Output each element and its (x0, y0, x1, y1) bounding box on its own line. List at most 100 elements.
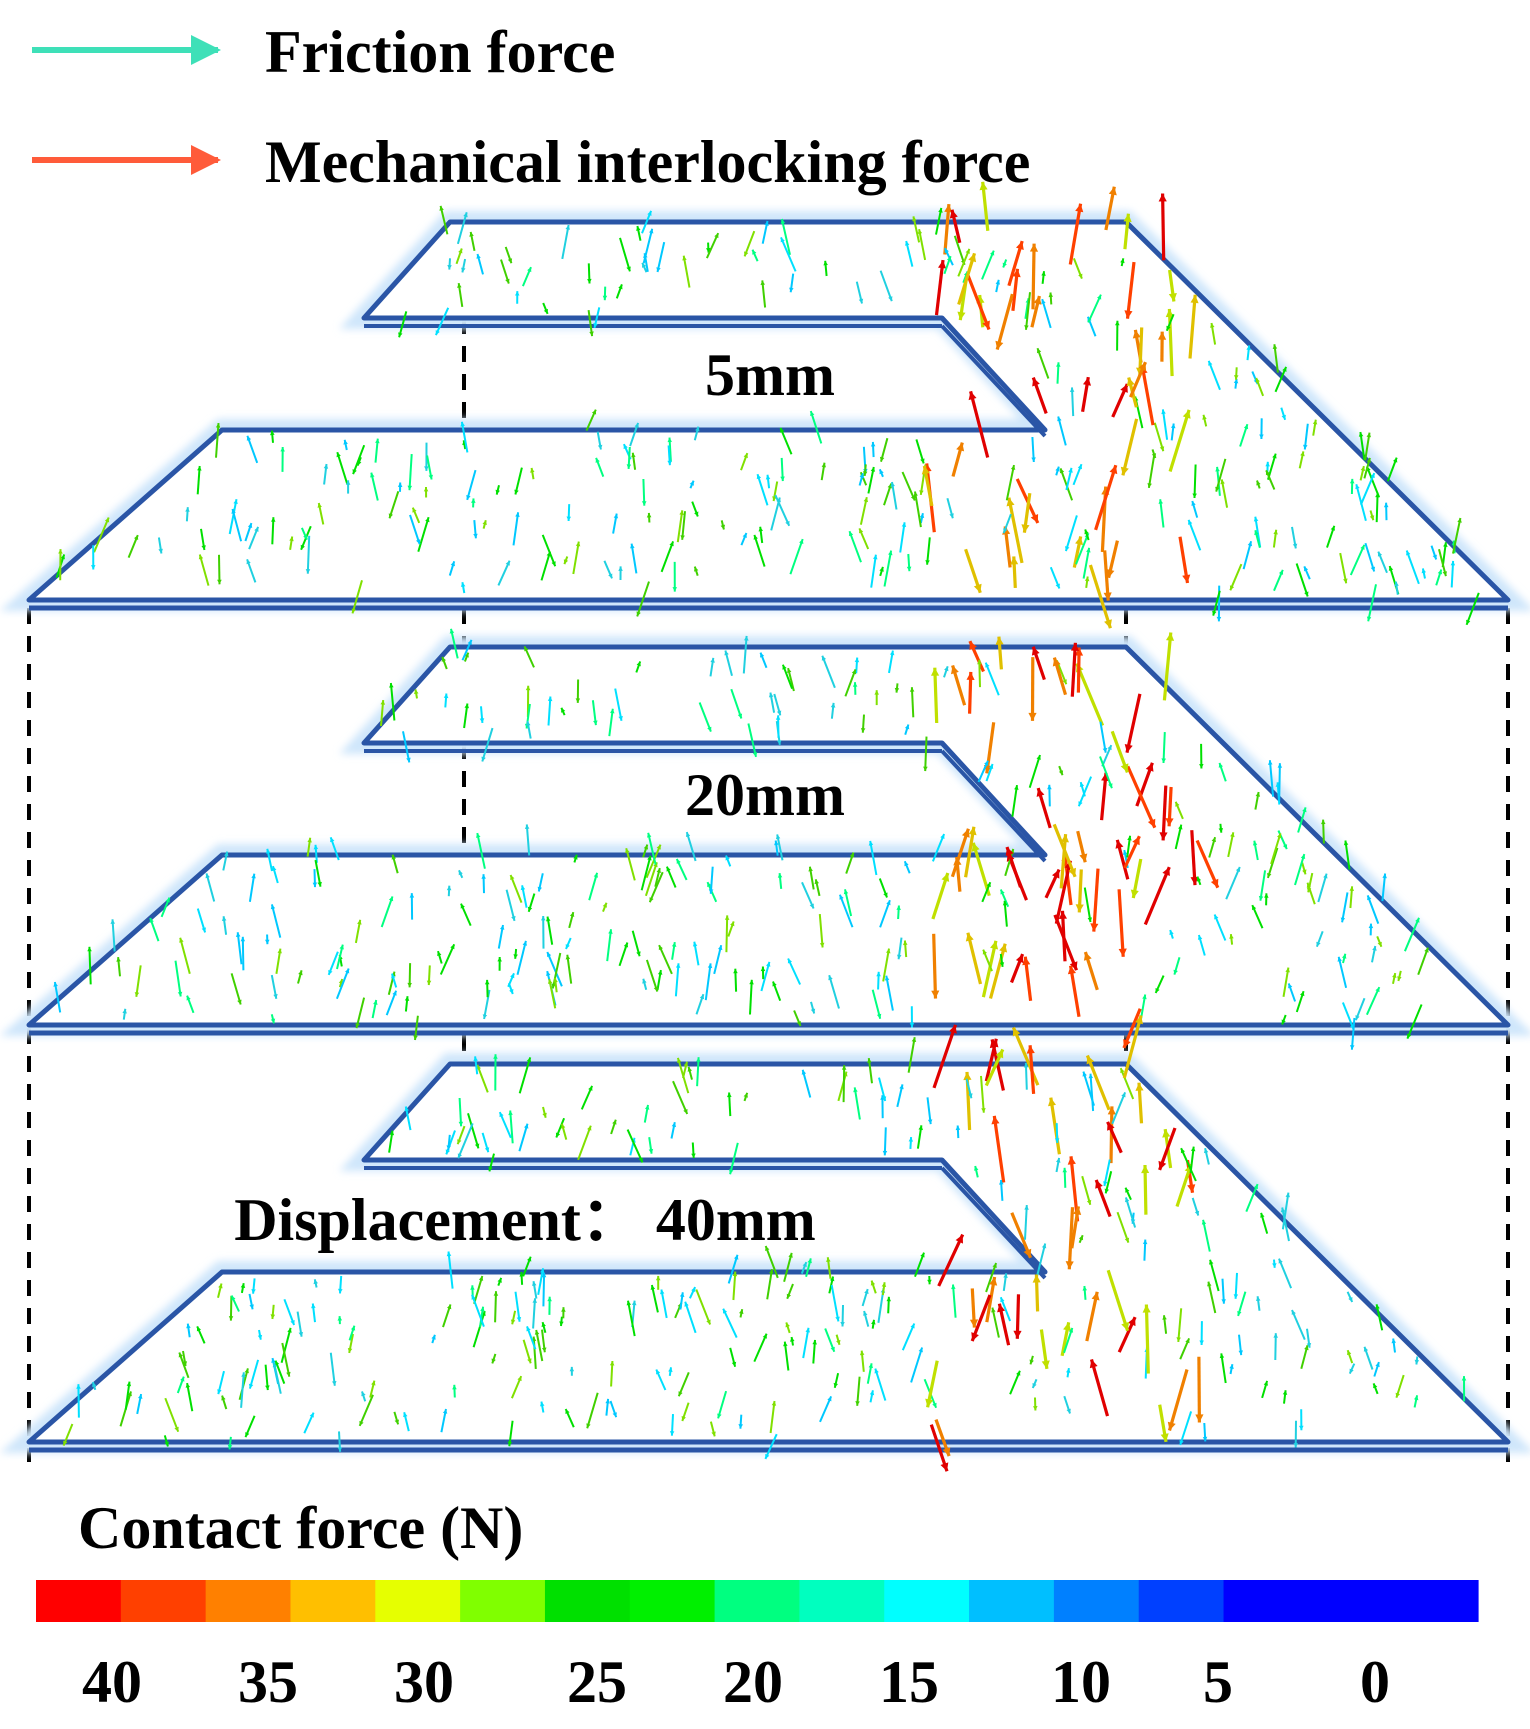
force-arrow-head (403, 1412, 408, 1418)
force-arrow-head (560, 1123, 566, 1129)
force-arrow-head (1121, 1092, 1126, 1098)
force-arrow-head (1036, 755, 1041, 760)
force-arrow-head (1182, 574, 1191, 583)
force-arrow-head (743, 453, 748, 459)
force-arrow-head (540, 1401, 545, 1407)
force-arrow-head (989, 1277, 998, 1286)
force-arrow-head (517, 1376, 522, 1382)
force-arrow-shaft (1121, 418, 1139, 476)
force-arrow-head (309, 1412, 314, 1418)
force-arrow-head (1278, 1258, 1283, 1264)
force-arrow-head (1219, 1353, 1225, 1359)
force-arrow-head (780, 427, 785, 433)
force-arrow-head (1055, 583, 1060, 589)
force-arrow-head (752, 249, 757, 255)
force-arrow-shaft (551, 952, 562, 989)
force-arrow-shaft (351, 580, 363, 614)
force-arrow-shaft (1162, 632, 1173, 701)
force-arrow-head (270, 430, 275, 436)
force-arrow-head (457, 283, 462, 288)
force-arrow-shaft (135, 965, 142, 997)
force-arrow-head (305, 569, 311, 574)
force-arrow-head (1068, 467, 1073, 473)
force-arrow-shaft (540, 551, 552, 581)
force-arrow-head (1054, 1138, 1060, 1143)
force-arrow-head (918, 1347, 923, 1353)
plate-panel: Displacement： 40mm (0, 1014, 1530, 1472)
force-arrow-shaft (1367, 584, 1377, 622)
force-arrow-shaft (867, 466, 875, 494)
force-arrow-head (992, 1263, 997, 1268)
force-arrow-head (158, 548, 163, 554)
force-arrow-head (799, 539, 804, 544)
force-arrow-shaft (1220, 479, 1229, 508)
force-arrow-head (178, 1352, 183, 1358)
force-arrow-head (1127, 835, 1132, 841)
force-arrow-head (1466, 619, 1471, 625)
force-arrow-head (1158, 331, 1167, 340)
force-arrow-shaft (1366, 895, 1380, 924)
force-arrow-head (609, 1361, 615, 1366)
force-arrow-head (630, 543, 635, 549)
force-arrow-head (626, 266, 631, 272)
force-arrow-head (352, 469, 357, 475)
force-arrow-head (985, 662, 990, 668)
force-arrow-shaft (1117, 889, 1125, 957)
force-arrow-head (894, 687, 900, 693)
force-arrow-head (1095, 1179, 1103, 1189)
force-arrow-head (829, 1276, 835, 1282)
force-arrow-head (1442, 571, 1447, 577)
force-arrow-head (525, 685, 531, 691)
force-arrow-head (879, 456, 885, 462)
force-arrow-head (457, 1139, 462, 1145)
force-arrow-shaft (885, 975, 894, 1011)
force-arrow-shaft (1116, 1211, 1130, 1243)
panel-label: 20mm (685, 762, 845, 828)
force-arrow-head (547, 979, 553, 984)
force-arrow-shaft (926, 537, 931, 565)
force-arrow-head (1215, 466, 1220, 472)
force-arrow-head (782, 664, 787, 670)
force-arrow-head (974, 1166, 979, 1171)
force-arrow-head (1160, 1433, 1169, 1442)
force-arrow-head (859, 528, 864, 534)
friction-legend-label: Friction force (265, 19, 615, 85)
force-arrow-head (1397, 976, 1402, 981)
force-arrow-head (134, 535, 139, 540)
force-arrow-head (909, 1023, 915, 1028)
force-arrow-head (373, 1000, 378, 1005)
force-arrow-head (1348, 1297, 1353, 1302)
force-arrow-shaft (658, 944, 673, 975)
force-arrow-head (221, 916, 227, 921)
force-arrow-shaft (1207, 360, 1221, 391)
force-arrow-shaft (476, 1064, 489, 1093)
force-arrow-head (1175, 801, 1180, 807)
force-arrow-head (1068, 1327, 1074, 1333)
force-arrow-head (710, 657, 715, 663)
force-arrow-shaft (174, 960, 182, 997)
force-arrow-shaft (753, 1333, 768, 1363)
force-arrow-head (458, 248, 463, 254)
force-arrow-head (772, 981, 777, 987)
force-arrow-head (588, 1085, 593, 1091)
force-arrow-head (428, 474, 433, 480)
force-arrow-head (1188, 519, 1193, 525)
force-arrow-shaft (879, 899, 891, 928)
force-arrow-shaft (626, 1129, 644, 1163)
force-arrow-head (940, 1462, 949, 1472)
force-arrow-shaft (1405, 550, 1420, 585)
force-arrow-shaft (196, 465, 201, 495)
force-arrow-shaft (1215, 458, 1227, 492)
force-arrow-shaft (1282, 967, 1290, 997)
force-arrow-head (1055, 466, 1060, 472)
force-arrow-head (1246, 345, 1251, 351)
force-arrow-head (493, 1054, 498, 1059)
force-arrow-head (271, 517, 276, 522)
force-arrow-head (524, 646, 529, 652)
force-arrow-head (730, 921, 735, 927)
force-arrow-head (1237, 1311, 1242, 1316)
force-arrow-head (507, 258, 513, 264)
force-arrow-head (871, 1319, 876, 1325)
force-arrow-shaft (1106, 1269, 1130, 1332)
force-arrow-head (708, 889, 714, 894)
